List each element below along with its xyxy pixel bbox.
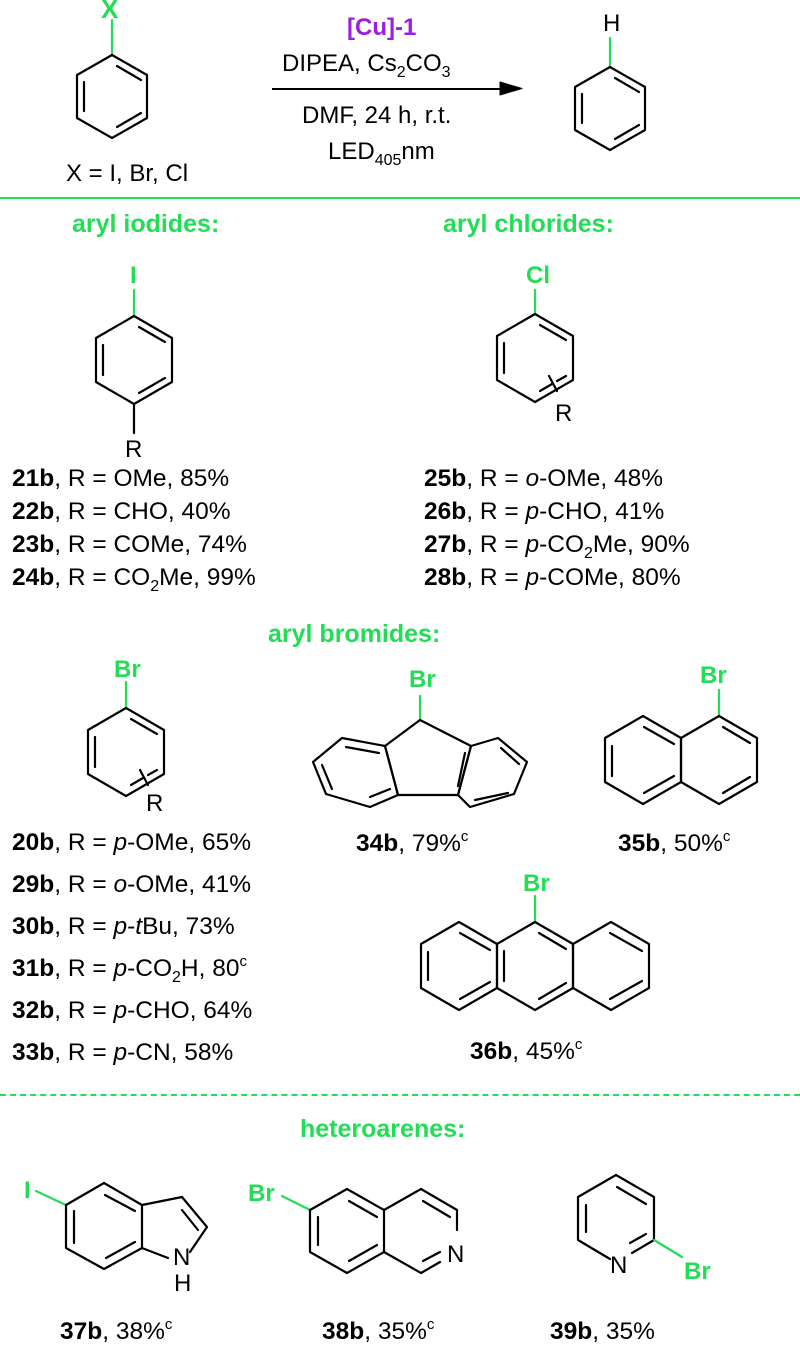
- chloride-substituent-r: R: [555, 400, 573, 427]
- label-37b: 37b, 38%c: [60, 1316, 173, 1345]
- entry-24b: 24b, R = CO2Me, 99%: [12, 564, 256, 595]
- section-title-aryl-bromides: aryl bromides:: [268, 620, 441, 648]
- bromine-label-38b: Br: [248, 1180, 275, 1207]
- bromofluorene-structure: [311, 694, 529, 809]
- entry-30b: 30b, R = p-tBu, 73%: [12, 913, 235, 940]
- aryl-bromide-entries: 20b, R = p-OMe, 65% 29b, R = o-OMe, 41% …: [12, 822, 252, 1074]
- indole-h-label: H: [174, 1270, 192, 1297]
- entry-32b: 32b, R = p-CHO, 64%: [12, 997, 253, 1024]
- bromine-label-35b: Br: [700, 662, 727, 689]
- entry-20b: 20b, R = p-OMe, 65%: [12, 829, 251, 856]
- pyridine-n-label: N: [610, 1252, 628, 1279]
- label-35b: 35b, 50%c: [618, 828, 731, 857]
- entry-22b: 22b, R = CHO, 40%: [12, 498, 231, 525]
- isoquinoline-n-label: N: [447, 1241, 465, 1268]
- iodoindole-structure: [34, 1181, 209, 1271]
- aryl-iodide-entries: 21b, R = OMe, 85% 22b, R = CHO, 40% 23b,…: [12, 462, 256, 595]
- x-definition: X = I, Br, Cl: [66, 160, 189, 187]
- aryl-chloride-structure: [495, 288, 575, 404]
- section-title-aryl-iodides: aryl iodides:: [72, 210, 220, 238]
- scheme-divider: [0, 197, 800, 199]
- entry-28b: 28b, R = p-COMe, 80%: [424, 564, 681, 591]
- product-hydrogen-label: H: [603, 10, 621, 37]
- bromine-label-36b: Br: [523, 870, 550, 897]
- reactant-halogen-label: X: [101, 0, 119, 24]
- reactant-benzene-structure: [75, 18, 149, 140]
- label-34b: 34b, 79%c: [356, 828, 469, 857]
- label-38b: 38b, 35%c: [322, 1316, 435, 1345]
- entry-29b: 29b, R = o-OMe, 41%: [12, 871, 251, 898]
- reaction-arrow: [272, 88, 512, 90]
- indole-n-label: N: [173, 1244, 191, 1271]
- entry-31b: 31b, R = p-CO2H, 80c: [12, 953, 247, 986]
- conditions-above-arrow: DIPEA, Cs2CO3: [282, 50, 451, 81]
- iodine-label: I: [130, 262, 137, 289]
- label-39b: 39b, 35%: [550, 1318, 655, 1345]
- bromoisoquinoline-structure: [280, 1187, 459, 1275]
- aryl-bromide-structure: [86, 680, 166, 798]
- iodide-substituent-r: R: [125, 436, 143, 463]
- aryl-chloride-entries: 25b, R = o-OMe, 48% 26b, R = p-CHO, 41% …: [424, 462, 690, 594]
- bromine-label-34b: Br: [409, 666, 436, 693]
- light-source-label: LED405nm: [328, 138, 435, 169]
- entry-33b: 33b, R = p-CN, 58%: [12, 1039, 234, 1066]
- section-title-heteroarenes: heteroarenes:: [300, 1115, 466, 1143]
- chlorine-label: Cl: [526, 262, 550, 289]
- bromoanthracene-structure: [419, 894, 651, 1012]
- arrow-head-icon: [499, 81, 523, 96]
- heteroarene-divider: [0, 1094, 800, 1096]
- entry-23b: 23b, R = COMe, 74%: [12, 531, 247, 558]
- catalyst-label: [Cu]-1: [347, 14, 417, 41]
- entry-27b: 27b, R = p-CO2Me, 90%: [424, 531, 690, 562]
- bromopyridine-structure: [576, 1173, 684, 1261]
- bromide-substituent-r: R: [146, 790, 164, 817]
- bromonaphthalene-structure: [603, 688, 759, 806]
- section-title-aryl-chlorides: aryl chlorides:: [443, 210, 614, 238]
- entry-25b: 25b, R = o-OMe, 48%: [424, 465, 663, 492]
- product-benzene-structure: [573, 36, 647, 152]
- aryl-iodide-structure: [94, 288, 174, 435]
- bromine-label-39b: Br: [684, 1258, 711, 1285]
- label-36b: 36b, 45%c: [470, 1036, 583, 1065]
- entry-26b: 26b, R = p-CHO, 41%: [424, 498, 665, 525]
- conditions-below-arrow: DMF, 24 h, r.t.: [302, 102, 452, 129]
- bromine-label-benzene: Br: [114, 656, 141, 683]
- entry-21b: 21b, R = OMe, 85%: [12, 465, 230, 492]
- iodine-label-37b: I: [24, 1177, 31, 1204]
